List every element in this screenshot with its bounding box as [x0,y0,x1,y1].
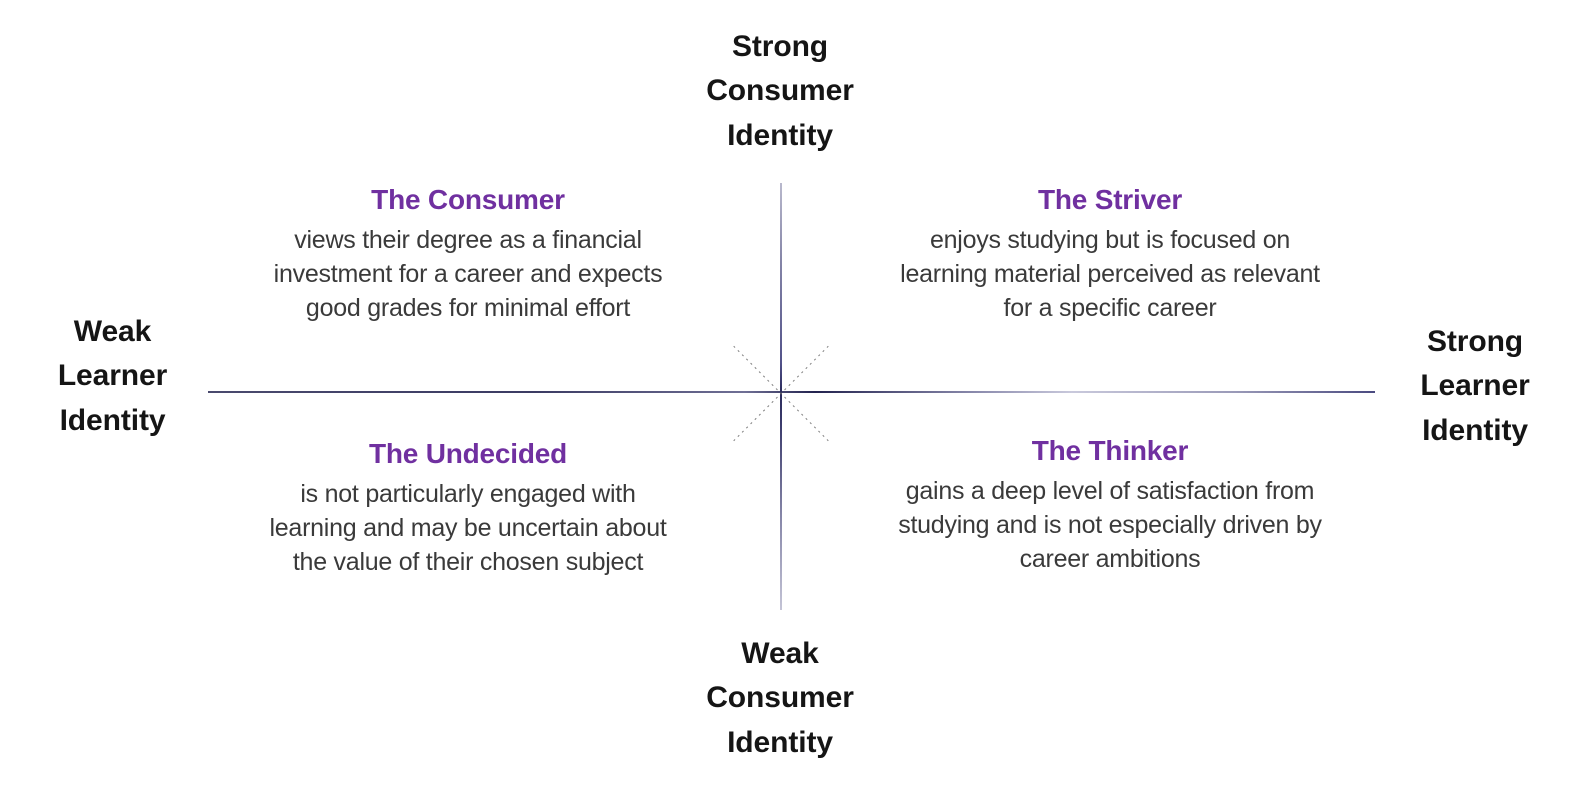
quadrant-consumer-description-line-3: good grades for minimal effort [305,294,631,323]
axis-label-bottom-line-3: Identity [727,725,833,759]
quadrant-thinker-description-line-1: gains a deep level of satisfaction from [905,477,1315,506]
axis-label-left: Weak Learner Identity [20,310,205,443]
quadrant-striver-description-line-3: for a specific career [1003,294,1217,323]
quadrant-thinker-description-line-3: career ambitions [1019,545,1201,574]
quadrant-consumer-description: views their degree as a financial invest… [188,223,748,325]
axis-label-right-line-2: Learner [1420,369,1530,403]
quadrant-striver: The Striver enjoys studying but is focus… [830,183,1390,325]
quadrant-striver-description-line-1: enjoys studying but is focused on [929,226,1291,255]
axis-label-bottom: Weak Consumer Identity [640,632,920,765]
quadrant-undecided-description: is not particularly engaged with learnin… [188,477,748,579]
axis-label-top-line-2: Consumer [706,74,854,108]
quadrant-thinker-description: gains a deep level of satisfaction from … [830,474,1390,576]
quadrant-thinker-title: The Thinker [1031,435,1189,466]
quadrant-consumer-description-line-1: views their degree as a financial [294,226,642,255]
quadrant-striver-title: The Striver [1037,184,1183,215]
axis-label-bottom-line-2: Consumer [706,681,854,715]
axis-label-left-line-1: Weak [73,315,152,348]
quadrant-striver-description: enjoys studying but is focused on learni… [830,223,1390,325]
quadrant-undecided: The Undecided is not particularly engage… [188,437,748,579]
axis-label-left-line-3: Identity [59,403,166,437]
quadrant-undecided-description-line-2: learning and may be uncertain about [269,514,667,543]
axis-label-right-line-1: Strong [1426,325,1524,358]
quadrant-thinker: The Thinker gains a deep level of satisf… [830,434,1390,576]
axis-label-top-line-3: Identity [727,118,833,152]
quadrant-undecided-description-line-1: is not particularly engaged with [300,480,636,509]
axis-label-bottom-line-1: Weak [741,637,819,670]
horizontal-axis-line [208,391,1375,393]
quadrant-undecided-title: The Undecided [368,438,568,469]
quadrant-consumer: The Consumer views their degree as a fin… [188,183,748,325]
vertical-axis-line [780,183,782,610]
quadrant-consumer-title: The Consumer [371,184,565,215]
quadrant-undecided-description-line-3: the value of their chosen subject [292,548,644,577]
axis-label-right: Strong Learner Identity [1375,320,1575,453]
axis-label-top: Strong Consumer Identity [640,25,920,158]
axis-label-left-line-2: Learner [57,359,168,393]
axis-label-top-line-1: Strong [731,30,829,63]
quadrant-thinker-description-line-2: studying and is not especially driven by [898,511,1322,540]
axis-label-right-line-3: Identity [1422,413,1528,447]
quadrant-consumer-description-line-2: investment for a career and expects [273,260,663,289]
quadrant-striver-description-line-2: learning material perceived as relevant [900,260,1320,289]
